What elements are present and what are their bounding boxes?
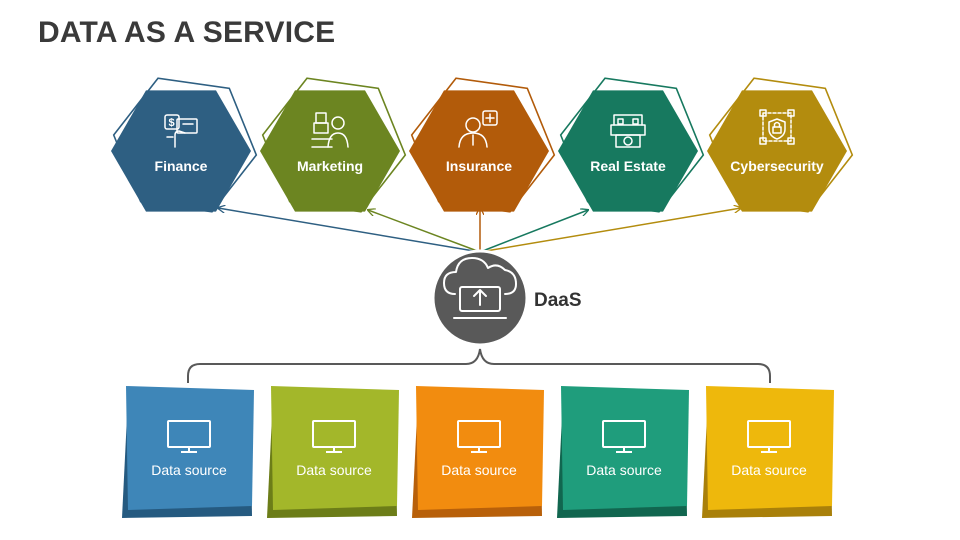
page-title: DATA AS A SERVICE [38, 16, 336, 49]
industry-hexagon-marketing[interactable]: Marketing [260, 77, 407, 213]
hexagon-shape [558, 90, 698, 212]
arrow-group [218, 208, 741, 253]
hexagon-outline [261, 77, 407, 213]
industry-hexagon-finance[interactable]: $ Finance [111, 77, 258, 213]
source-connector-bracket [187, 348, 771, 383]
hexagon-outline [112, 77, 258, 213]
monitor-icon [602, 420, 646, 453]
cloud-upload-icon [443, 257, 517, 319]
monitor-icon [312, 420, 356, 453]
data-source-card[interactable]: Data source [267, 386, 399, 518]
industry-group: $ Finance Marketing Insurance Real Estate Cyb… [111, 77, 854, 213]
industry-label: Marketing [297, 158, 363, 174]
svg-text:$: $ [169, 117, 175, 129]
arrow-to-real-estate [479, 210, 588, 253]
arrow-to-cybersecurity [479, 208, 741, 253]
data-source-label: Data source [151, 462, 227, 478]
industry-label: Finance [155, 158, 208, 174]
hexagon-shape [409, 90, 549, 212]
hub-label: DaaS [534, 290, 582, 311]
hexagon-outline [559, 77, 705, 213]
data-source-label: Data source [296, 462, 372, 478]
industry-hexagon-real-estate[interactable]: Real Estate [558, 77, 705, 213]
industry-label: Cybersecurity [730, 158, 824, 174]
hexagon-outline [708, 77, 854, 213]
daas-hub[interactable]: DaaS [431, 249, 582, 347]
finance-icon: $ [164, 114, 198, 148]
data-source-card[interactable]: Data source [702, 386, 834, 518]
data-source-card[interactable]: Data source [122, 386, 254, 518]
industry-label: Real Estate [590, 158, 666, 174]
industry-hexagon-cybersecurity[interactable]: Cybersecurity [707, 77, 854, 213]
hexagon-shape [260, 90, 400, 212]
marketing-icon [311, 112, 349, 148]
industry-hexagon-insurance[interactable]: Insurance [409, 77, 556, 213]
real-estate-icon [610, 114, 646, 148]
arrow-to-marketing [368, 210, 481, 253]
data-source-card[interactable]: Data source [557, 386, 689, 518]
monitor-icon [167, 420, 211, 453]
hexagon-shape [111, 90, 251, 212]
data-source-label: Data source [441, 462, 517, 478]
hexagon-shape [707, 90, 847, 212]
monitor-icon [747, 420, 791, 453]
industry-label: Insurance [446, 158, 512, 174]
hexagon-outline [410, 77, 556, 213]
insurance-icon [458, 110, 498, 148]
data-source-card[interactable]: Data source [412, 386, 544, 518]
arrow-to-finance [218, 208, 481, 253]
data-source-label: Data source [586, 462, 662, 478]
source-group: Data source Data source Data source Data so… [122, 386, 834, 518]
cybersecurity-icon [759, 109, 795, 145]
monitor-icon [457, 420, 501, 453]
data-source-label: Data source [731, 462, 807, 478]
